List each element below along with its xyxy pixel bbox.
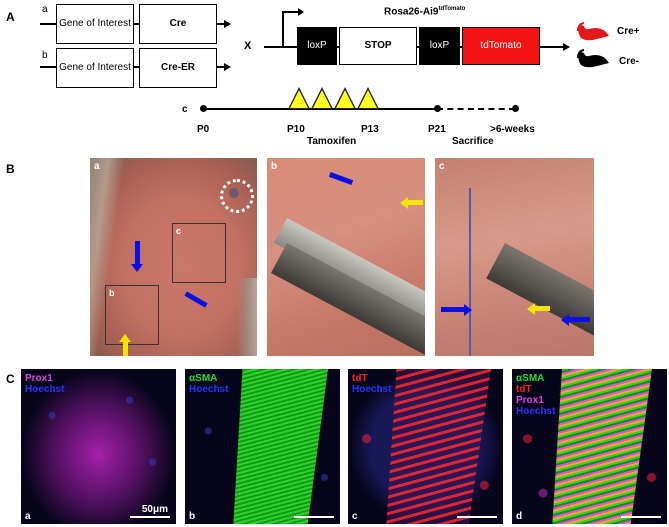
timeline-point-p21 xyxy=(434,105,441,112)
mouse-black-icon xyxy=(577,49,609,68)
photo-b-b: b xyxy=(267,158,425,356)
scale-bar xyxy=(457,516,497,518)
blue-arrow-icon xyxy=(135,241,140,267)
reporter-title-text: Rosa26-Ai9 xyxy=(384,6,439,18)
timeline-p13: P13 xyxy=(361,124,379,135)
channel-label: Prox1 xyxy=(516,395,544,406)
photo-label: c xyxy=(439,161,445,172)
tamoxifen-injection-icon xyxy=(334,87,356,109)
micrograph-label: c xyxy=(352,511,358,522)
timeline-point-p0 xyxy=(200,105,207,112)
blue-arrow-icon xyxy=(328,172,354,185)
scale-bar xyxy=(130,516,170,518)
forceps-tip xyxy=(486,243,594,349)
channel-label: Hoechst xyxy=(189,384,229,395)
scale-bar xyxy=(294,516,334,518)
channel-label: Hoechst xyxy=(25,384,65,395)
channel-label: Hoechst xyxy=(352,384,392,395)
loxp-box-2: loxP xyxy=(419,27,460,65)
scale-bar-label: 50μm xyxy=(141,504,168,515)
stop-box: STOP xyxy=(339,27,417,65)
arrow-right-icon xyxy=(224,20,231,28)
blue-arrow-icon xyxy=(568,317,590,322)
timeline-label: c xyxy=(182,104,188,115)
reporter-title: Rosa26-Ai9tdTomato xyxy=(384,6,465,17)
yellow-arrow-icon xyxy=(534,306,550,311)
arrow-right-icon xyxy=(563,43,570,51)
construct-a-label: a xyxy=(42,4,48,15)
vessel xyxy=(469,188,471,356)
micrograph-label: b xyxy=(189,511,196,522)
yellow-arrow-icon xyxy=(123,341,128,356)
mouse-red-icon xyxy=(577,22,609,41)
tamoxifen-injection-icon xyxy=(311,87,333,109)
micrograph-c-d: αSMA tdT Prox1 Hoechst d xyxy=(512,369,667,524)
gene-of-interest-box-b: Gene of Interest xyxy=(56,48,134,88)
channel-label: αSMA xyxy=(516,373,545,384)
cross-symbol: X xyxy=(244,40,252,52)
timeline-p10: P10 xyxy=(287,124,305,135)
inset-box-c: c xyxy=(172,223,226,283)
timeline-p21: P21 xyxy=(428,124,446,135)
micrograph-label: d xyxy=(516,511,523,522)
blue-arrow-icon xyxy=(441,307,465,312)
injection-site-circle xyxy=(220,179,254,213)
micrograph-c-a: Prox1 Hoechst a 50μm xyxy=(21,369,176,524)
channel-label: tdT xyxy=(516,384,532,395)
panel-letter-b: B xyxy=(6,162,15,176)
panel-letter-a: A xyxy=(6,10,15,24)
tamoxifen-injection-icon xyxy=(357,87,379,109)
timeline-point-6weeks xyxy=(512,105,519,112)
sacrifice-label: Sacrifice xyxy=(452,136,494,147)
tamoxifen-injection-icon xyxy=(288,87,310,109)
micrograph-c-b: αSMA Hoechst b xyxy=(185,369,340,524)
cre-plus-label: Cre+ xyxy=(617,26,640,37)
cre-minus-label: Cre- xyxy=(619,56,640,67)
channel-label: tdT xyxy=(352,373,368,384)
cre-er-box: Cre-ER xyxy=(139,48,217,88)
channel-label: Hoechst xyxy=(516,406,556,417)
loxp-box-1: loxP xyxy=(297,27,337,65)
photo-b-a: a c b xyxy=(90,158,257,356)
micrograph-c-c: tdT Hoechst c xyxy=(348,369,503,524)
gene-of-interest-box-a: Gene of Interest xyxy=(56,4,134,44)
inset-box-b: b xyxy=(105,285,159,345)
promoter-arrow-icon xyxy=(298,8,304,16)
construct-b-label: b xyxy=(42,50,48,61)
cre-box: Cre xyxy=(139,4,217,44)
channel-label: αSMA xyxy=(189,373,218,384)
yellow-arrow-icon xyxy=(407,200,423,205)
tdtomato-box: tdTomato xyxy=(462,27,540,65)
micrograph-label: a xyxy=(25,511,31,522)
panel-letter-c: C xyxy=(6,372,15,386)
blue-arrow-icon xyxy=(184,291,208,308)
photo-label: a xyxy=(94,161,100,172)
tamoxifen-label: Tamoxifen xyxy=(307,136,357,147)
scale-bar xyxy=(621,516,661,518)
arrow-right-icon xyxy=(224,63,231,71)
reporter-title-superscript: tdTomato xyxy=(438,6,466,12)
timeline-6weeks: >6-weeks xyxy=(490,124,535,135)
timeline-p0: P0 xyxy=(197,124,210,135)
channel-label: Prox1 xyxy=(25,373,53,384)
photo-b-c: c xyxy=(435,158,594,356)
photo-label: b xyxy=(271,161,278,172)
